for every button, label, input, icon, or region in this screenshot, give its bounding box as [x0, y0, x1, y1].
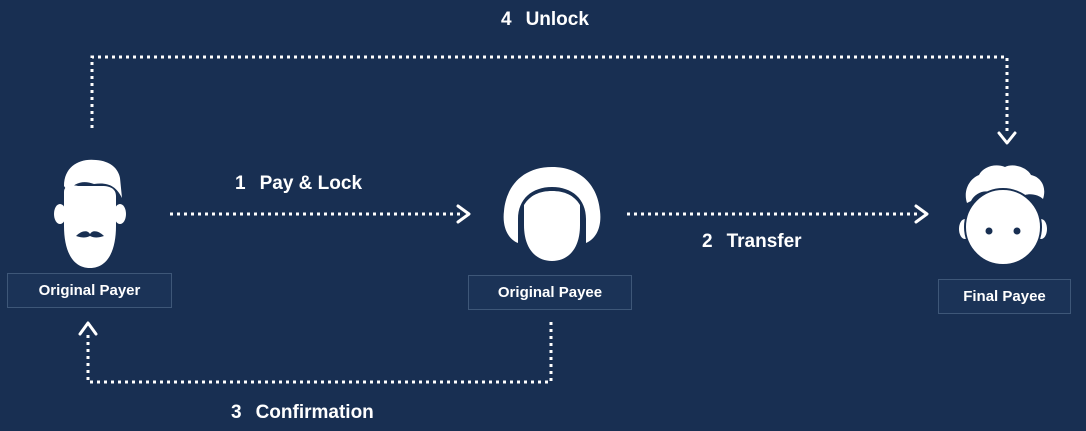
step-number: 2 [702, 231, 713, 252]
unlock-arrowhead [997, 131, 1017, 145]
step-text: Confirmation [255, 402, 374, 423]
final-payee-label: Final Payee [938, 279, 1071, 314]
woman-icon [503, 167, 601, 261]
step-transfer: 2 Transfer [702, 231, 802, 253]
original-payee-label: Original Payee [468, 275, 632, 310]
step-number: 3 [231, 402, 242, 423]
step-text: Unlock [525, 9, 589, 30]
step-number: 1 [235, 173, 246, 194]
pay-lock-arrowhead [456, 204, 471, 224]
confirmation-connector [86, 322, 553, 384]
step-pay-lock: 1 Pay & Lock [235, 173, 362, 195]
step-confirmation: 3 Confirmation [231, 402, 374, 424]
step-text: Pay & Lock [259, 173, 363, 194]
unlock-connector [90, 55, 1009, 135]
original-payer-label: Original Payer [7, 273, 172, 308]
boy-icon [959, 165, 1047, 266]
step-text: Transfer [726, 231, 802, 252]
bearded-man-icon [54, 159, 126, 268]
transfer-arrowhead [914, 204, 929, 224]
confirmation-arrowhead [78, 321, 98, 336]
step-number: 4 [501, 9, 512, 30]
step-unlock: 4 Unlock [501, 9, 589, 31]
